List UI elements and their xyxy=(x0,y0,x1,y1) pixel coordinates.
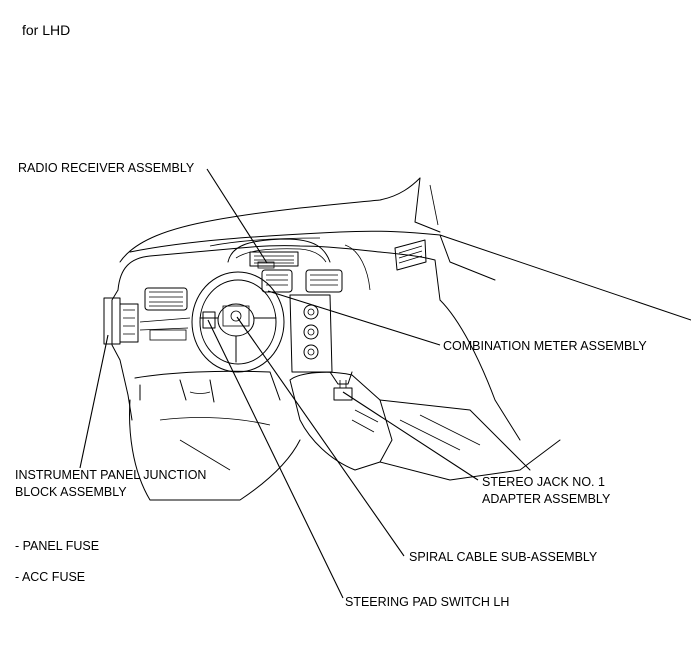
label-steering-pad-switch: STEERING PAD SWITCH LH xyxy=(345,595,510,609)
floor-right xyxy=(379,439,561,481)
leader-instrument-panel-junction xyxy=(79,334,109,469)
dash-upper-contour xyxy=(117,245,381,291)
lower-dash xyxy=(134,370,281,401)
leader-stereo-jack xyxy=(342,391,479,481)
steering-wheel-rim xyxy=(191,271,285,373)
label-combination-meter: COMBINATION METER ASSEMBLY xyxy=(443,339,647,353)
center-vent-left xyxy=(261,269,293,293)
label-stereo-jack-line1: STEREO JACK NO. 1 xyxy=(482,475,605,489)
control-knob-3 xyxy=(303,344,319,360)
center-console xyxy=(289,371,393,471)
stereo-jack xyxy=(333,387,353,401)
fuse-item-acc: - ACC FUSE xyxy=(15,570,86,584)
windshield-pillar xyxy=(414,177,441,233)
leader-steering-pad-switch xyxy=(207,319,344,599)
steering-pad-switch xyxy=(202,311,216,329)
label-instrument-panel-junction-line2: BLOCK ASSEMBLY xyxy=(15,485,127,499)
label-stereo-jack-line2: ADAPTER ASSEMBLY xyxy=(482,492,611,506)
control-knob-2 xyxy=(303,324,319,340)
center-vent-right xyxy=(305,269,343,293)
dash-rear-edge xyxy=(129,230,691,321)
left-vent-outer xyxy=(144,287,188,311)
label-radio-receiver: RADIO RECEIVER ASSEMBLY xyxy=(18,161,195,175)
label-spiral-cable: SPIRAL CABLE SUB-ASSEMBLY xyxy=(409,550,598,564)
page-heading: for LHD xyxy=(22,22,71,38)
leader-radio-receiver xyxy=(206,168,268,264)
leader-spiral-cable xyxy=(236,316,405,557)
floor-left xyxy=(129,399,301,501)
meter-hood xyxy=(227,238,331,263)
center-stack xyxy=(289,294,333,373)
right-vent xyxy=(394,239,427,271)
fuse-item-panel: - PANEL FUSE xyxy=(15,539,100,553)
dash-top-outline xyxy=(119,177,421,263)
dash-left-side xyxy=(111,289,133,421)
leader-combination-meter xyxy=(267,290,441,346)
label-instrument-panel-junction-line1: INSTRUMENT PANEL JUNCTION xyxy=(15,468,207,482)
control-knob-1 xyxy=(303,304,319,320)
